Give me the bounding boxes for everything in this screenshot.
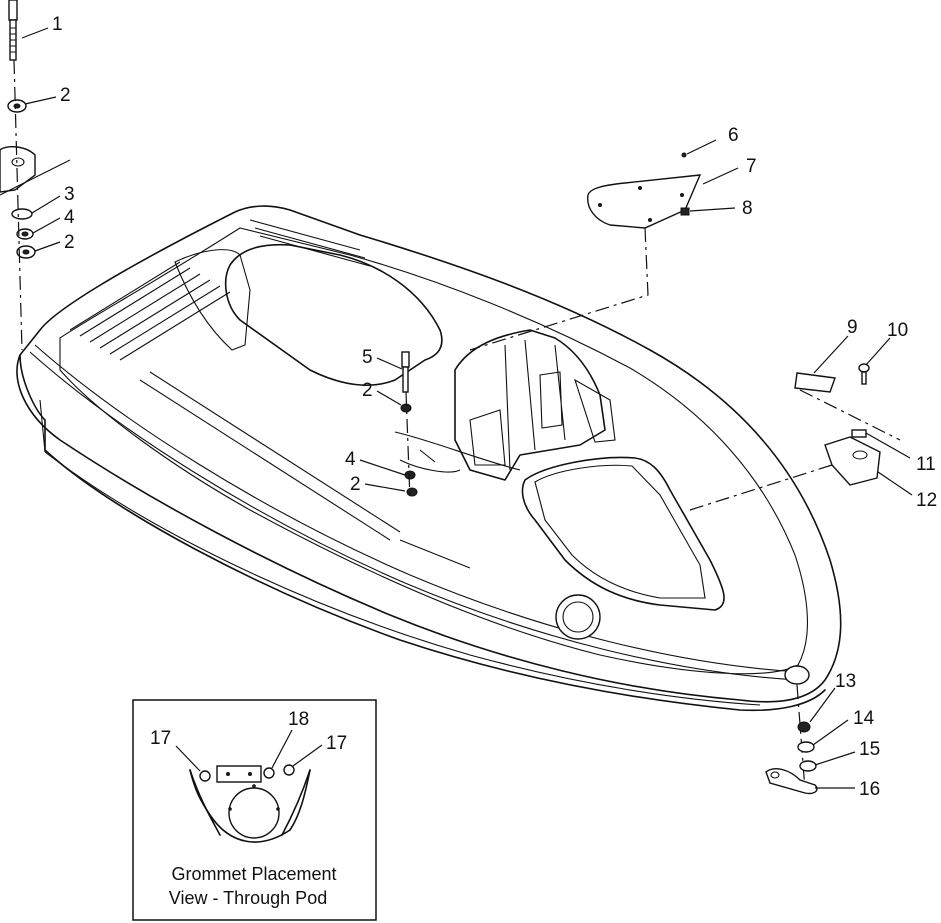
callout-10: 10 (887, 320, 908, 341)
callout-18: 18 (288, 709, 309, 730)
part-9-label (794, 372, 901, 441)
parts-bow-eye-hardware (765, 684, 818, 795)
callout-2: 2 (60, 85, 71, 106)
callout-8: 8 (742, 198, 753, 219)
part-10-screw (858, 363, 870, 385)
part-7-cover-plate (469, 152, 702, 351)
callout-4: 4 (64, 207, 75, 228)
grommet-17-right (283, 764, 295, 776)
part-1-stud (8, 0, 18, 61)
callout-11: 11 (916, 454, 936, 475)
callout-14: 14 (853, 708, 875, 729)
callout-17: 17 (326, 733, 347, 754)
hull-body (16, 205, 842, 712)
callout-17: 17 (150, 728, 171, 749)
pod-plate (216, 765, 262, 783)
callout-4: 4 (345, 449, 356, 470)
callout-2: 2 (350, 474, 361, 495)
part-11-spacer (851, 429, 867, 438)
callout-15: 15 (859, 739, 880, 760)
callout-9: 9 (847, 317, 858, 338)
callout-labels: 1 2 3 4 2 5 2 4 2 6 7 8 9 10 11 12 13 14… (52, 14, 937, 800)
callout-7: 7 (746, 156, 757, 177)
inset-caption-line1: Grommet Placement (171, 864, 336, 884)
callout-2: 2 (64, 232, 75, 253)
pod-outline (189, 769, 311, 843)
part-bracket-rear (0, 146, 71, 196)
inset-caption-line2: View - Through Pod (169, 888, 327, 908)
callout-1: 1 (52, 14, 63, 35)
part-2-nut-top (7, 99, 27, 113)
callout-3: 3 (64, 184, 75, 205)
callout-13: 13 (835, 671, 856, 692)
parts-washers-rear (11, 208, 36, 259)
grommet-18 (263, 767, 275, 779)
leader-lines (21, 27, 913, 789)
callout-2: 2 (362, 380, 373, 401)
callout-12: 12 (916, 490, 937, 511)
axis-line-rear (13, 59, 23, 351)
grommet-17-left (199, 770, 211, 782)
part-5-stud (400, 351, 418, 501)
inset-grommet-placement: 17 18 17 Grommet Placement View - Throug… (132, 699, 377, 921)
callout-5: 5 (362, 347, 373, 368)
part-12-bracket (689, 436, 881, 511)
callout-6: 6 (728, 125, 739, 146)
pod-opening (228, 787, 280, 839)
callout-16: 16 (859, 779, 880, 800)
